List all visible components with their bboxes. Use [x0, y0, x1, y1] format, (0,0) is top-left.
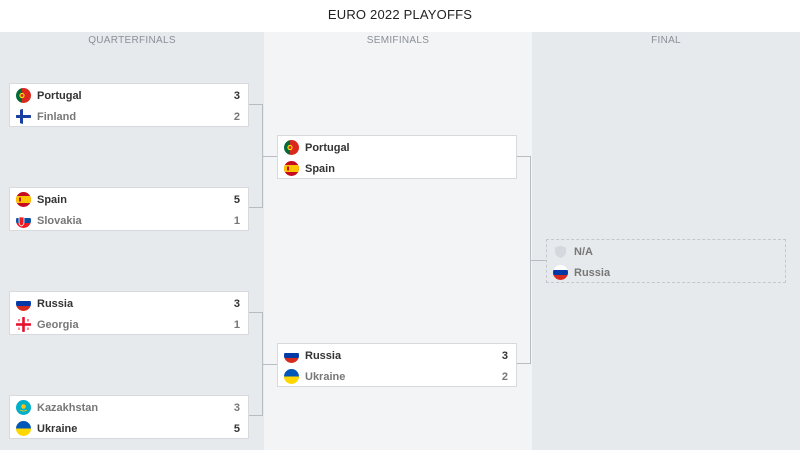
qf-match-1[interactable]: Portugal 3 Finland 2	[9, 83, 249, 127]
kazakhstan-flag-icon	[16, 400, 31, 415]
qf-match-4[interactable]: Kazakhstan 3 Ukraine 5	[9, 395, 249, 439]
team-row[interactable]: Russia 3	[278, 345, 516, 366]
russia-flag-icon	[16, 296, 31, 311]
team-name: Ukraine	[37, 422, 78, 435]
team-score: 5	[233, 193, 240, 206]
qf-match-3[interactable]: Russia 3 Georgia 1	[9, 291, 249, 335]
bracket-connector	[263, 156, 277, 157]
page-title: EURO 2022 PLAYOFFS	[327, 7, 473, 22]
russia-flag-icon	[284, 348, 299, 363]
bracket-connector	[263, 364, 277, 365]
team-name: N/A	[574, 245, 593, 258]
team-score: 3	[501, 349, 508, 362]
team-score: 2	[233, 110, 240, 123]
georgia-flag-icon	[16, 317, 31, 332]
finland-flag-icon	[16, 109, 31, 124]
round-label-semifinals: SEMIFINALS	[366, 35, 430, 46]
team-name: Finland	[37, 110, 77, 123]
spain-flag-icon	[284, 161, 299, 176]
team-name: Spain	[37, 193, 67, 206]
team-name: Portugal	[305, 141, 350, 154]
team-name: Slovakia	[37, 214, 82, 227]
team-name: Russia	[37, 297, 74, 310]
final-match[interactable]: N/A Russia	[546, 239, 786, 283]
final-column: FINAL	[532, 32, 800, 450]
team-row[interactable]: Kazakhstan 3	[10, 397, 248, 418]
team-row[interactable]: Finland 2	[10, 106, 248, 127]
team-name: Russia	[305, 349, 342, 362]
spain-flag-icon	[16, 192, 31, 207]
team-row[interactable]: N/A	[547, 241, 785, 262]
portugal-flag-icon	[16, 88, 31, 103]
team-name: Portugal	[37, 89, 82, 102]
bracket-connector	[249, 104, 263, 208]
ukraine-flag-icon	[284, 369, 299, 384]
team-name: Russia	[574, 266, 611, 279]
team-row[interactable]: Slovakia 1	[10, 210, 248, 231]
team-name: Ukraine	[305, 370, 346, 383]
round-label-final: FINAL	[651, 35, 681, 46]
team-name: Georgia	[37, 318, 79, 331]
round-label-quarterfinals: QUARTERFINALS	[88, 35, 176, 46]
team-score: 1	[233, 318, 240, 331]
ukraine-flag-icon	[16, 421, 31, 436]
team-row[interactable]: Spain	[278, 158, 516, 179]
team-row[interactable]: Portugal	[278, 137, 516, 158]
portugal-flag-icon	[284, 140, 299, 155]
team-row[interactable]: Ukraine 2	[278, 366, 516, 387]
semifinals-column: SEMIFINALS	[264, 32, 532, 450]
bracket-connector	[531, 260, 546, 261]
team-score: 3	[233, 401, 240, 414]
qf-match-2[interactable]: Spain 5 Slovakia 1	[9, 187, 249, 231]
team-name: Spain	[305, 162, 335, 175]
placeholder-shield-icon	[553, 244, 568, 259]
russia-flag-icon	[553, 265, 568, 280]
team-row[interactable]: Russia	[547, 262, 785, 283]
team-row[interactable]: Spain 5	[10, 189, 248, 210]
team-name: Kazakhstan	[37, 401, 99, 414]
team-row[interactable]: Portugal 3	[10, 85, 248, 106]
slovakia-flag-icon	[16, 213, 31, 228]
team-row[interactable]: Ukraine 5	[10, 418, 248, 439]
sf-match-1[interactable]: Portugal Spain	[277, 135, 517, 179]
team-row[interactable]: Russia 3	[10, 293, 248, 314]
team-score: 3	[233, 297, 240, 310]
team-score: 1	[233, 214, 240, 227]
team-score: 5	[233, 422, 240, 435]
team-score: 3	[233, 89, 240, 102]
bracket-connector	[517, 156, 531, 364]
bracket-connector	[249, 312, 263, 416]
sf-match-2[interactable]: Russia 3 Ukraine 2	[277, 343, 517, 387]
team-score: 2	[501, 370, 508, 383]
team-row[interactable]: Georgia 1	[10, 314, 248, 335]
